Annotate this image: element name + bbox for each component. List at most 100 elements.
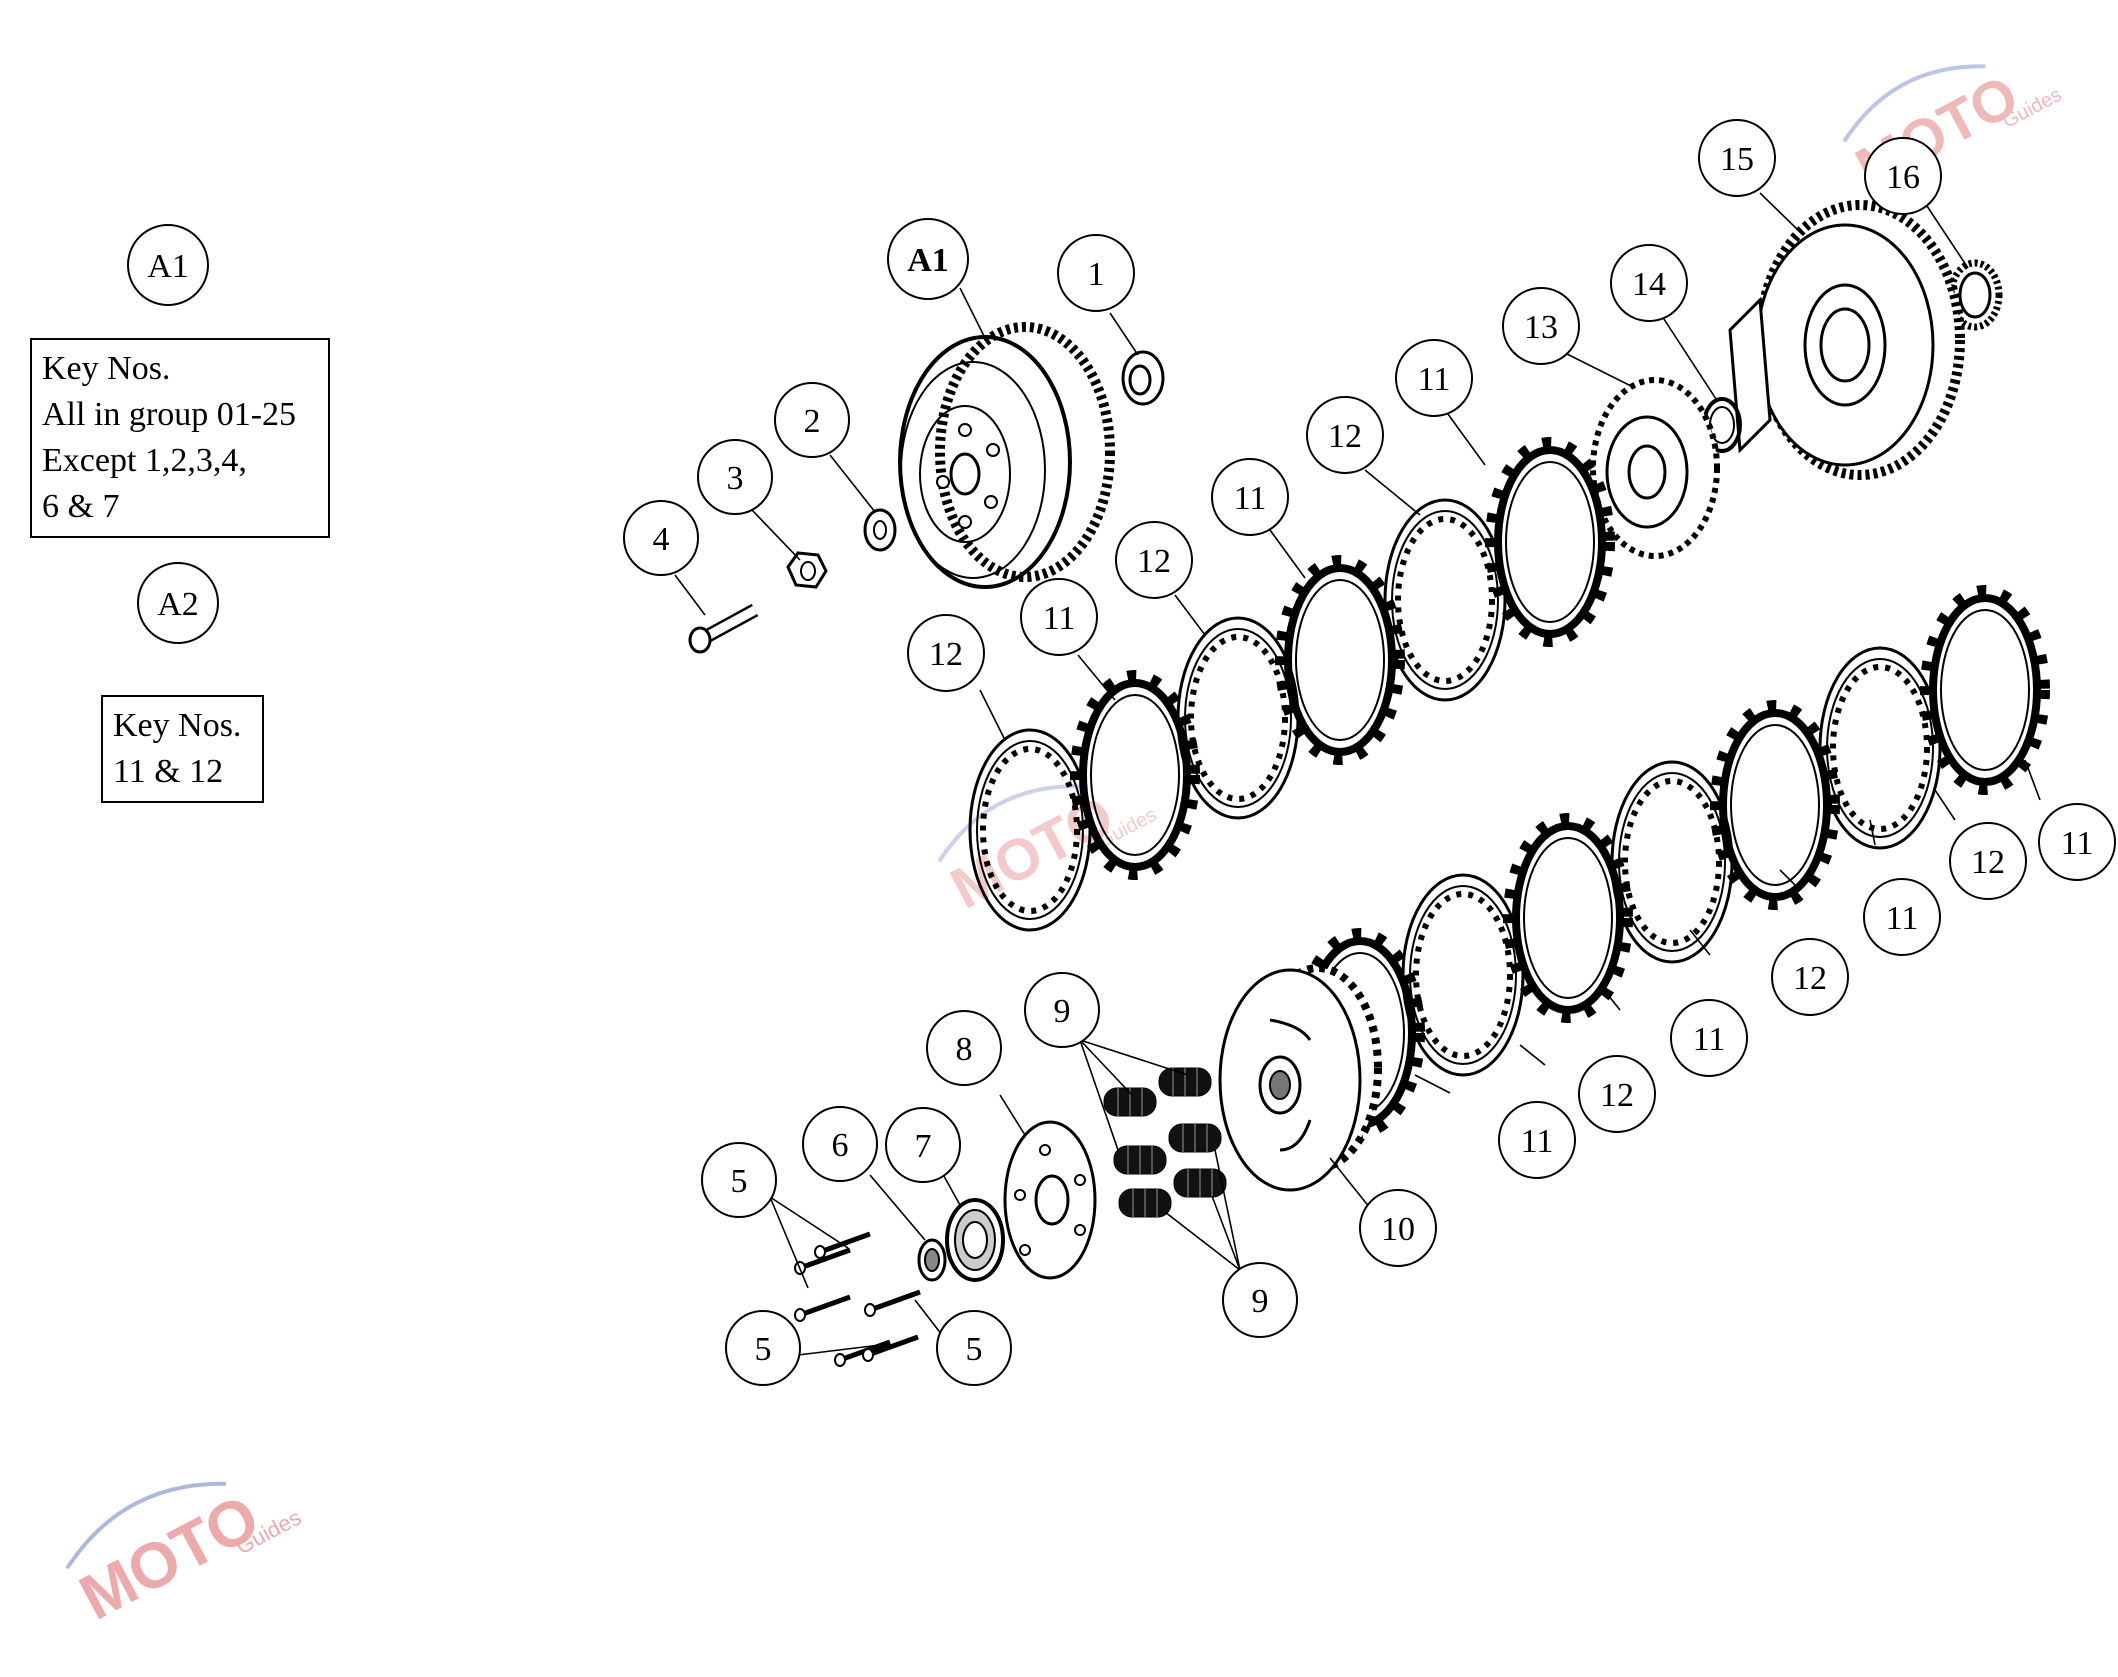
watermark-brand-3: MOTO	[941, 783, 1124, 922]
legend-a1-line-2: All in group 01-25	[42, 396, 297, 433]
svg-text:8: 8	[956, 1031, 973, 1068]
svg-text:13: 13	[1524, 309, 1558, 346]
callout-12-lower-b: 12	[1771, 938, 1849, 1016]
callout-3: 3	[697, 439, 773, 515]
svg-text:5: 5	[966, 1331, 983, 1368]
svg-text:11: 11	[1521, 1123, 1554, 1160]
svg-text:12: 12	[929, 636, 963, 673]
callout-12-lower-a: 12	[1578, 1055, 1656, 1133]
callout-8: 8	[926, 1010, 1002, 1086]
svg-text:12: 12	[1971, 844, 2005, 881]
legend-box-a1: Key Nos. All in group 01-25 Except 1,2,3…	[30, 338, 330, 538]
svg-text:6: 6	[832, 1127, 849, 1164]
callout-11-lower-c: 11	[1863, 878, 1941, 956]
spring-5	[1173, 1168, 1227, 1198]
legend-a2-line-2: 11 & 12	[113, 753, 224, 790]
callout-10: 10	[1359, 1189, 1437, 1267]
part-8-spring-plate	[1003, 1120, 1097, 1280]
svg-text:A2: A2	[157, 586, 199, 623]
svg-text:12: 12	[1137, 543, 1171, 580]
svg-text:10: 10	[1381, 1211, 1415, 1248]
part-2-washer	[863, 508, 897, 552]
callout-15: 15	[1698, 119, 1776, 197]
part-1-bush	[1121, 350, 1165, 406]
svg-text:12: 12	[1328, 418, 1362, 455]
svg-text:16: 16	[1886, 159, 1920, 196]
lower-plate-11-c	[1508, 818, 1628, 1018]
lower-plate-12-c	[1403, 875, 1523, 1075]
spring-3	[1168, 1123, 1222, 1153]
svg-text:12: 12	[1600, 1077, 1634, 1114]
leader-lines	[674, 192, 2041, 1356]
callout-12-upper-b: 12	[1115, 521, 1193, 599]
svg-text:11: 11	[2061, 825, 2094, 862]
callout-13: 13	[1502, 287, 1580, 365]
callout-12-lower-c: 12	[1949, 822, 2027, 900]
callout-2: 2	[774, 382, 850, 458]
svg-text:2: 2	[804, 403, 821, 440]
svg-text:1: 1	[1088, 256, 1105, 293]
spring-6	[1118, 1188, 1172, 1218]
legend-box-a2: Key Nos. 11 & 12	[101, 695, 264, 803]
upper-plate-12-b	[1178, 618, 1298, 818]
svg-text:11: 11	[1234, 480, 1267, 517]
callout-11-upper-a: 11	[1020, 578, 1098, 656]
watermark-logo-bottom: MOTO Guides	[65, 1480, 305, 1634]
svg-text:A1: A1	[147, 248, 189, 285]
svg-text:3: 3	[727, 460, 744, 497]
watermark-logo-middle: MOTO Guides	[937, 783, 1160, 922]
callout-12-upper-c: 12	[1306, 396, 1384, 474]
callout-9-a: 9	[1024, 972, 1100, 1048]
svg-text:5: 5	[731, 1163, 748, 1200]
svg-text:11: 11	[1886, 900, 1919, 937]
part-5-bolt-d	[865, 1292, 920, 1316]
callout-11-upper-b: 11	[1211, 458, 1289, 536]
svg-text:14: 14	[1632, 266, 1666, 303]
legend-a1-line-4: 6 & 7	[42, 488, 120, 525]
part-4-bolt	[688, 603, 759, 654]
legend-a1-line-1: Key Nos.	[42, 350, 171, 387]
legend-a1-line-3: Except 1,2,3,4,	[42, 442, 247, 479]
svg-text:9: 9	[1252, 1283, 1269, 1320]
svg-text:11: 11	[1418, 361, 1451, 398]
callout-4: 4	[623, 500, 699, 576]
callout-11-upper-c: 11	[1395, 339, 1473, 417]
spring-1	[1158, 1067, 1212, 1097]
part-5-bolt-c	[795, 1297, 850, 1321]
callout-7: 7	[885, 1107, 961, 1183]
svg-text:15: 15	[1720, 141, 1754, 178]
lower-plate-11-a	[1925, 590, 2045, 790]
part-7-bearing	[945, 1198, 1005, 1282]
watermark-brand: MOTO	[68, 1480, 270, 1633]
callout-11-lower-a: 11	[1498, 1101, 1576, 1179]
callout-a1-legend: A1	[127, 224, 209, 306]
part-3-nut	[786, 551, 828, 589]
callout-12-upper-a: 12	[907, 614, 985, 692]
callout-11-lower-b: 11	[1670, 999, 1748, 1077]
callout-5-b: 5	[725, 1310, 801, 1386]
upper-plate-12-a	[1385, 500, 1505, 700]
svg-text:5: 5	[755, 1331, 772, 1368]
callout-1: 1	[1057, 234, 1135, 312]
svg-text:7: 7	[915, 1128, 932, 1165]
part-15-clutch-drum	[1728, 200, 1965, 480]
part-16-bearing	[1947, 259, 2003, 331]
part-13-inner-hub	[1590, 377, 1720, 559]
callout-5-a: 5	[701, 1142, 777, 1218]
svg-text:11: 11	[1693, 1021, 1726, 1058]
svg-text:12: 12	[1793, 960, 1827, 997]
spring-4	[1113, 1145, 1167, 1175]
callout-6: 6	[802, 1106, 878, 1182]
svg-text:A1: A1	[907, 242, 949, 279]
lower-plate-12-a	[1820, 648, 1940, 848]
callout-14: 14	[1610, 244, 1688, 322]
callout-5-c: 5	[936, 1310, 1012, 1386]
callout-16: 16	[1864, 137, 1942, 215]
svg-text:4: 4	[653, 521, 670, 558]
lower-plate-12-b	[1612, 762, 1732, 962]
callout-a1: A1	[887, 218, 969, 300]
svg-text:11: 11	[1043, 600, 1076, 637]
callout-9-b: 9	[1222, 1262, 1298, 1338]
svg-text:9: 9	[1054, 993, 1071, 1030]
part-10-pressure-plate	[1218, 964, 1382, 1192]
